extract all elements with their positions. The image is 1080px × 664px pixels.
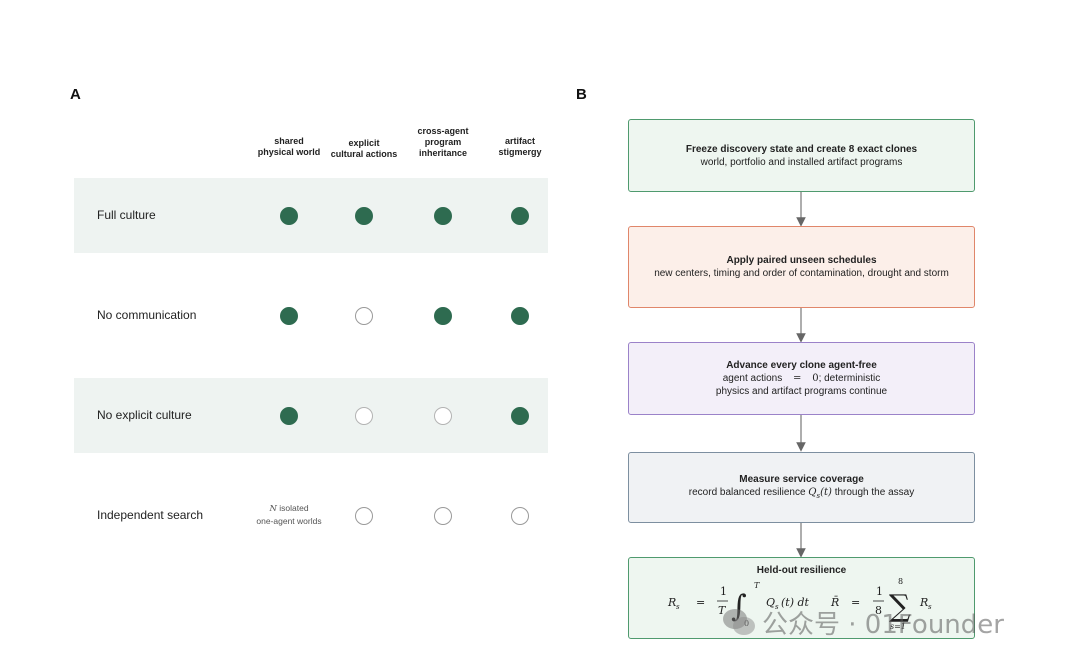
step-advance-clones: Advance every clone agent-free agent act… xyxy=(628,342,975,415)
summation-sign-icon: ∑ xyxy=(889,589,911,624)
formula-sum-upper: 8 xyxy=(898,577,903,586)
column-header-line: shared xyxy=(274,136,304,146)
filled-circle-icon xyxy=(434,206,452,225)
step-apply-schedules: Apply paired unseen schedules new center… xyxy=(628,226,975,308)
filled-circle-icon xyxy=(511,206,529,225)
step-title: Measure service coverage xyxy=(739,473,864,485)
row-no-explicit-culture: No explicit culture xyxy=(74,378,548,453)
formula-integrand-arg: (t) dt xyxy=(781,596,810,609)
column-header-line: cross-agent xyxy=(417,126,469,136)
formula-frac2-num: 1 xyxy=(876,585,883,598)
empty-circle-icon xyxy=(355,406,373,425)
step-title: Apply paired unseen schedules xyxy=(726,255,877,266)
agent-actions-label: agent actions xyxy=(722,373,783,384)
formula-sum-term-sub: s xyxy=(928,603,932,611)
note-line-1: N isolated xyxy=(234,502,344,515)
step-text-line-2: physics and artifact programs continue xyxy=(715,386,888,397)
column-header-cross-agent-program-inheritance: cross-agent program inheritance xyxy=(393,126,493,159)
step-title: Freeze discovery state and create 8 exac… xyxy=(685,143,918,155)
filled-circle-icon xyxy=(355,206,373,225)
filled-circle-icon xyxy=(280,206,298,225)
row-label: Independent search xyxy=(97,508,204,522)
column-header-line: cultural actions xyxy=(330,149,398,159)
column-header-line: artifact xyxy=(504,136,535,146)
row-label: No communication xyxy=(97,308,197,322)
zero-value: 0 xyxy=(812,373,819,384)
formula-sum-term: R xyxy=(919,596,928,609)
formula-rbar: R̄ xyxy=(830,596,839,609)
empty-circle-icon xyxy=(434,506,452,525)
filled-circle-icon xyxy=(511,306,529,325)
note-symbol: N xyxy=(269,504,277,514)
formula-sum-lower: s=1 xyxy=(890,622,906,631)
column-header-line: stigmergy xyxy=(498,147,542,157)
resilience-formula: R s = 1 T ∫ T 0 Q s (t) dt R̄ = 1 8 8 ∑ … xyxy=(667,577,932,631)
formula-int-upper: T xyxy=(754,581,760,590)
filled-circle-icon xyxy=(434,306,452,325)
step-text-line-1: agent actions = 0; deterministic xyxy=(723,372,881,385)
formula-eq2: = xyxy=(851,596,860,609)
watermark: 公众号 · 01Founder xyxy=(722,604,1004,640)
column-header-line: inheritance xyxy=(418,148,467,158)
formula-frac2-den: 8 xyxy=(875,604,882,617)
column-header-artifact-stigmergy: artifact stigmergy xyxy=(470,136,570,158)
step-title: Held-out resilience xyxy=(756,565,847,576)
formula-lhs: R xyxy=(667,596,676,609)
step-text: new centers, timing and order of contami… xyxy=(654,268,949,279)
formula-frac-den: T xyxy=(718,604,727,617)
step-held-out-resilience: Held-out resilience xyxy=(628,557,975,639)
note-line-2: one-agent worlds xyxy=(256,516,322,526)
row-no-communication: No communication xyxy=(74,278,548,353)
step-text-a: record balanced resilience xyxy=(688,486,806,498)
empty-circle-icon xyxy=(355,306,373,325)
q-subscript: s xyxy=(816,491,821,500)
deterministic-label: ; deterministic xyxy=(818,373,881,384)
formula-lhs-sub: s xyxy=(676,603,680,611)
column-header-line: physical world xyxy=(257,147,321,157)
filled-circle-icon xyxy=(280,406,298,425)
step-text: record balanced resilience Qs(t) through… xyxy=(689,486,914,503)
panel-a-letter: A xyxy=(70,86,81,103)
q-argument: (t) xyxy=(820,486,832,498)
isolated-worlds-note: N isolated one-agent worlds xyxy=(234,502,344,527)
step-freeze-clones: Freeze discovery state and create 8 exac… xyxy=(628,119,975,192)
formula-frac-num: 1 xyxy=(720,585,727,598)
step-measure-coverage: Measure service coverage record balanced… xyxy=(628,452,975,523)
empty-circle-icon xyxy=(355,506,373,525)
q-symbol: Q xyxy=(808,486,817,498)
step-title: Advance every clone agent-free xyxy=(726,360,877,371)
filled-circle-icon xyxy=(511,406,529,425)
formula-integrand-sub: s xyxy=(775,603,779,611)
note-line-1-text: isolated xyxy=(279,503,309,513)
row-label: Full culture xyxy=(97,208,156,222)
formula-eq: = xyxy=(696,596,705,609)
empty-circle-icon xyxy=(434,406,452,425)
step-text: world, portfolio and installed artifact … xyxy=(700,156,903,168)
column-header-line: program xyxy=(424,137,462,147)
step-text-b: through the assay xyxy=(834,486,915,498)
panel-b-letter: B xyxy=(576,86,587,103)
row-full-culture: Full culture xyxy=(74,178,548,253)
row-label: No explicit culture xyxy=(97,408,192,422)
row-independent-search: Independent search N isolated one-agent … xyxy=(74,478,548,553)
filled-circle-icon xyxy=(280,306,298,325)
column-header-line: explicit xyxy=(348,138,380,148)
column-header-shared-physical-world: shared physical world xyxy=(239,136,339,158)
empty-circle-icon xyxy=(511,506,529,525)
formula-integrand: Q xyxy=(766,596,775,609)
wechat-icon xyxy=(723,609,755,635)
column-header-explicit-cultural-actions: explicit cultural actions xyxy=(314,138,414,160)
equals-sign: = xyxy=(793,373,802,384)
watermark-text: 公众号 · 01Founder xyxy=(762,609,1004,640)
